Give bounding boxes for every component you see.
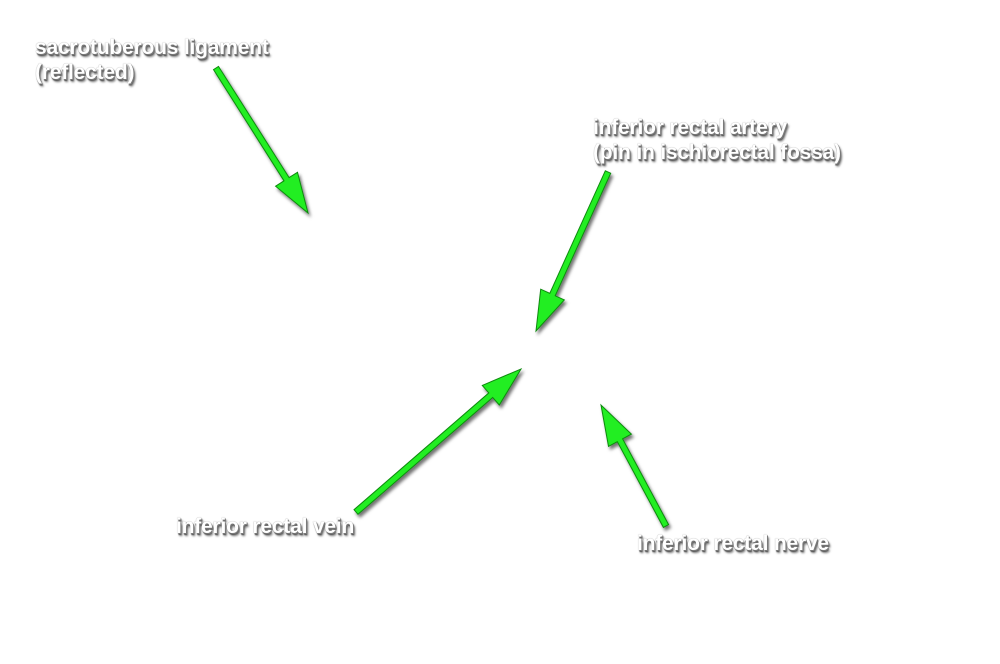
inferior-rectal-artery-label-line1: inferior rectal artery: [593, 116, 788, 139]
inferior-rectal-artery-arrow: [535, 170, 612, 333]
inferior-rectal-nerve-arrow: [600, 403, 670, 529]
sacrotuberous-ligament-arrow: [212, 65, 309, 215]
sacrotuberous-ligament-label-line2: (reflected): [35, 61, 135, 84]
sacrotuberous-ligament-label: sacrotuberous ligament (reflected): [35, 35, 269, 85]
sacrotuberous-ligament-label-line1: sacrotuberous ligament: [35, 36, 269, 59]
inferior-rectal-vein-label: inferior rectal vein: [176, 514, 354, 539]
inferior-rectal-artery-label: inferior rectal artery (pin in ischiorec…: [593, 115, 841, 165]
inferior-rectal-artery-label-line2: (pin in ischiorectal fossa): [593, 141, 841, 164]
inferior-rectal-nerve-label: inferior rectal nerve: [637, 531, 829, 556]
inferior-rectal-nerve-label-line1: inferior rectal nerve: [637, 532, 829, 555]
inferior-rectal-vein-label-line1: inferior rectal vein: [176, 515, 355, 538]
inferior-rectal-vein-arrow: [353, 367, 523, 516]
